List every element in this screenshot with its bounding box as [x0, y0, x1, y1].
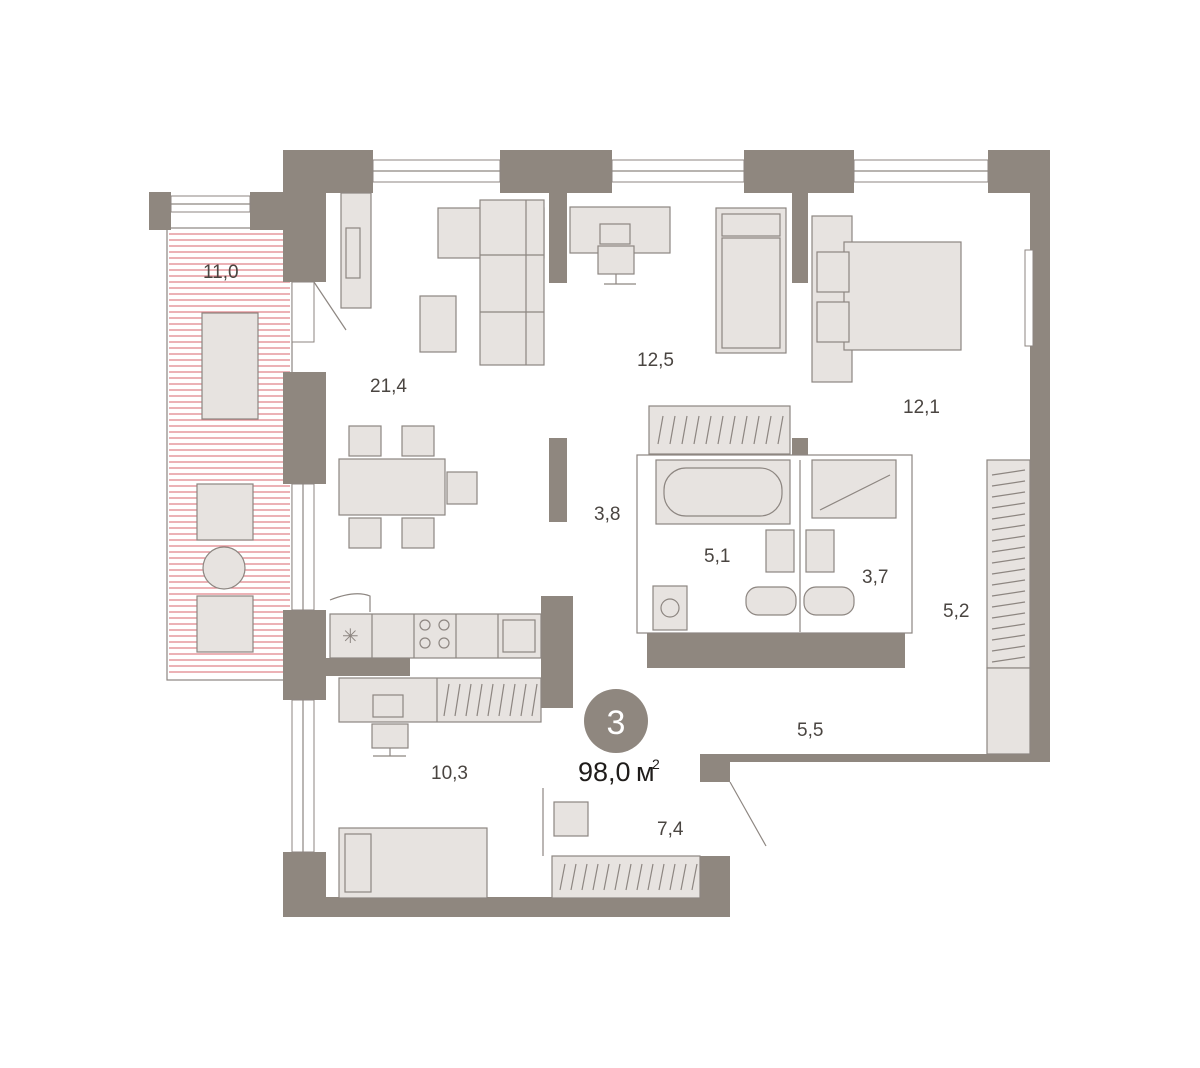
area-unit: м: [636, 757, 655, 787]
area-unit-power: 2: [652, 756, 660, 772]
balcony-hatch: [169, 233, 290, 673]
living-room-furniture: ✳: [313, 192, 545, 659]
label-wardrobe-right: 5,2: [943, 601, 969, 622]
label-toilet: 3,7: [862, 567, 888, 588]
room-labels: 11,0 21,4 12,5 12,1 3,8 5,1 3,7 5,2 5,5 …: [203, 262, 969, 840]
label-bathroom: 5,1: [704, 546, 730, 567]
label-hall: 5,5: [797, 720, 823, 741]
label-bedroom-middle: 12,5: [637, 350, 674, 371]
rooms-count-badge: 3: [584, 689, 648, 753]
outer-walls: [283, 150, 1050, 917]
svg-text:✳: ✳: [342, 624, 359, 648]
label-balcony: 11,0: [203, 262, 239, 283]
total-area: 98,0 м 2: [578, 756, 660, 787]
bathroom-furniture: [636, 454, 913, 634]
bottom-rooms-furniture: [338, 677, 767, 899]
label-corridor-small: 3,8: [594, 504, 620, 525]
label-bedroom-bottom: 10,3: [431, 763, 468, 784]
inner-walls: [326, 193, 905, 708]
total-area-value: 98,0: [578, 757, 631, 787]
label-entrance: 7,4: [657, 819, 684, 840]
label-bedroom-right: 12,1: [903, 397, 940, 418]
balcony: [149, 192, 293, 681]
right-bedroom-furniture: [811, 215, 1031, 755]
middle-bedroom-furniture: [569, 206, 791, 455]
label-living-kitchen: 21,4: [370, 376, 407, 397]
rooms-count: 3: [607, 704, 626, 742]
